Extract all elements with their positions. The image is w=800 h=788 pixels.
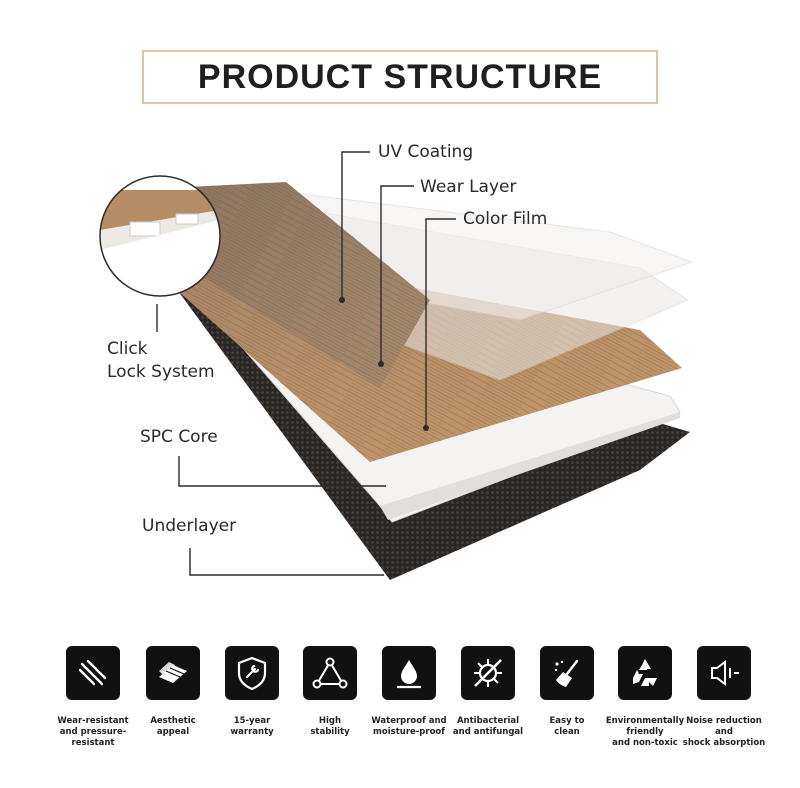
spc-core-leader — [178, 456, 386, 487]
feature-caption: Waterproof and moisture-proof — [371, 716, 447, 737]
broom-icon — [540, 646, 594, 700]
wear-layer-leader — [380, 185, 414, 364]
feature-row: Wear-resistant and pressure-resistant Ae… — [40, 646, 780, 766]
water-drop-icon — [382, 646, 436, 700]
underlayer-leader — [189, 548, 384, 576]
feature-caption: Aesthetic appeal — [150, 716, 196, 737]
triangle-nodes-icon — [303, 646, 357, 700]
feature-caption: Antibacterial and antifungal — [452, 716, 524, 737]
feature-caption: Easy to clean — [549, 716, 585, 737]
underlayer-label: Underlayer — [142, 516, 237, 536]
title-box: PRODUCT STRUCTURE — [142, 50, 658, 104]
color-film-label: Color Film — [463, 209, 548, 229]
feature-aesthetic: Aesthetic appeal — [125, 646, 221, 738]
uv-coating-label: UV Coating — [378, 142, 474, 162]
color-film-leader — [425, 218, 456, 428]
feature-warranty: 15-year warranty — [204, 646, 300, 738]
feature-antibacterial: Antibacterial and antifungal — [440, 646, 536, 738]
feature-stability: High stability — [282, 646, 378, 738]
feature-easy-clean: Easy to clean — [519, 646, 615, 738]
feature-waterproof: Waterproof and moisture-proof — [361, 646, 457, 738]
uv-coating-leader — [341, 151, 370, 300]
page-title: PRODUCT STRUCTURE — [197, 57, 603, 96]
shield-wrench-icon — [225, 646, 279, 700]
wear-layer-label: Wear Layer — [420, 177, 517, 197]
feature-caption: 15-year warranty — [230, 716, 274, 737]
click-lock-zoom — [100, 176, 220, 296]
feature-eco-friendly: Environmentally friendly and non-toxic — [597, 646, 693, 749]
feature-caption: Noise reduction and shock absorption — [682, 716, 766, 748]
no-bacteria-icon — [461, 646, 515, 700]
feature-wear-resistant: Wear-resistant and pressure-resistant — [45, 646, 141, 749]
plank-layer-diagram — [99, 151, 694, 580]
feature-caption: High stability — [310, 716, 350, 737]
planks-icon — [146, 646, 200, 700]
feature-caption: Environmentally friendly and non-toxic — [605, 716, 685, 748]
feature-caption: Wear-resistant and pressure-resistant — [57, 716, 129, 748]
click-lock-label-line1: Click — [107, 339, 148, 359]
feature-noise-reduction: Noise reduction and shock absorption — [676, 646, 772, 749]
scratch-marks-icon — [66, 646, 120, 700]
speaker-mute-icon — [697, 646, 751, 700]
recycle-icon — [618, 646, 672, 700]
spc-core-label: SPC Core — [140, 427, 218, 447]
click-lock-label-line2: Lock System — [107, 362, 215, 382]
